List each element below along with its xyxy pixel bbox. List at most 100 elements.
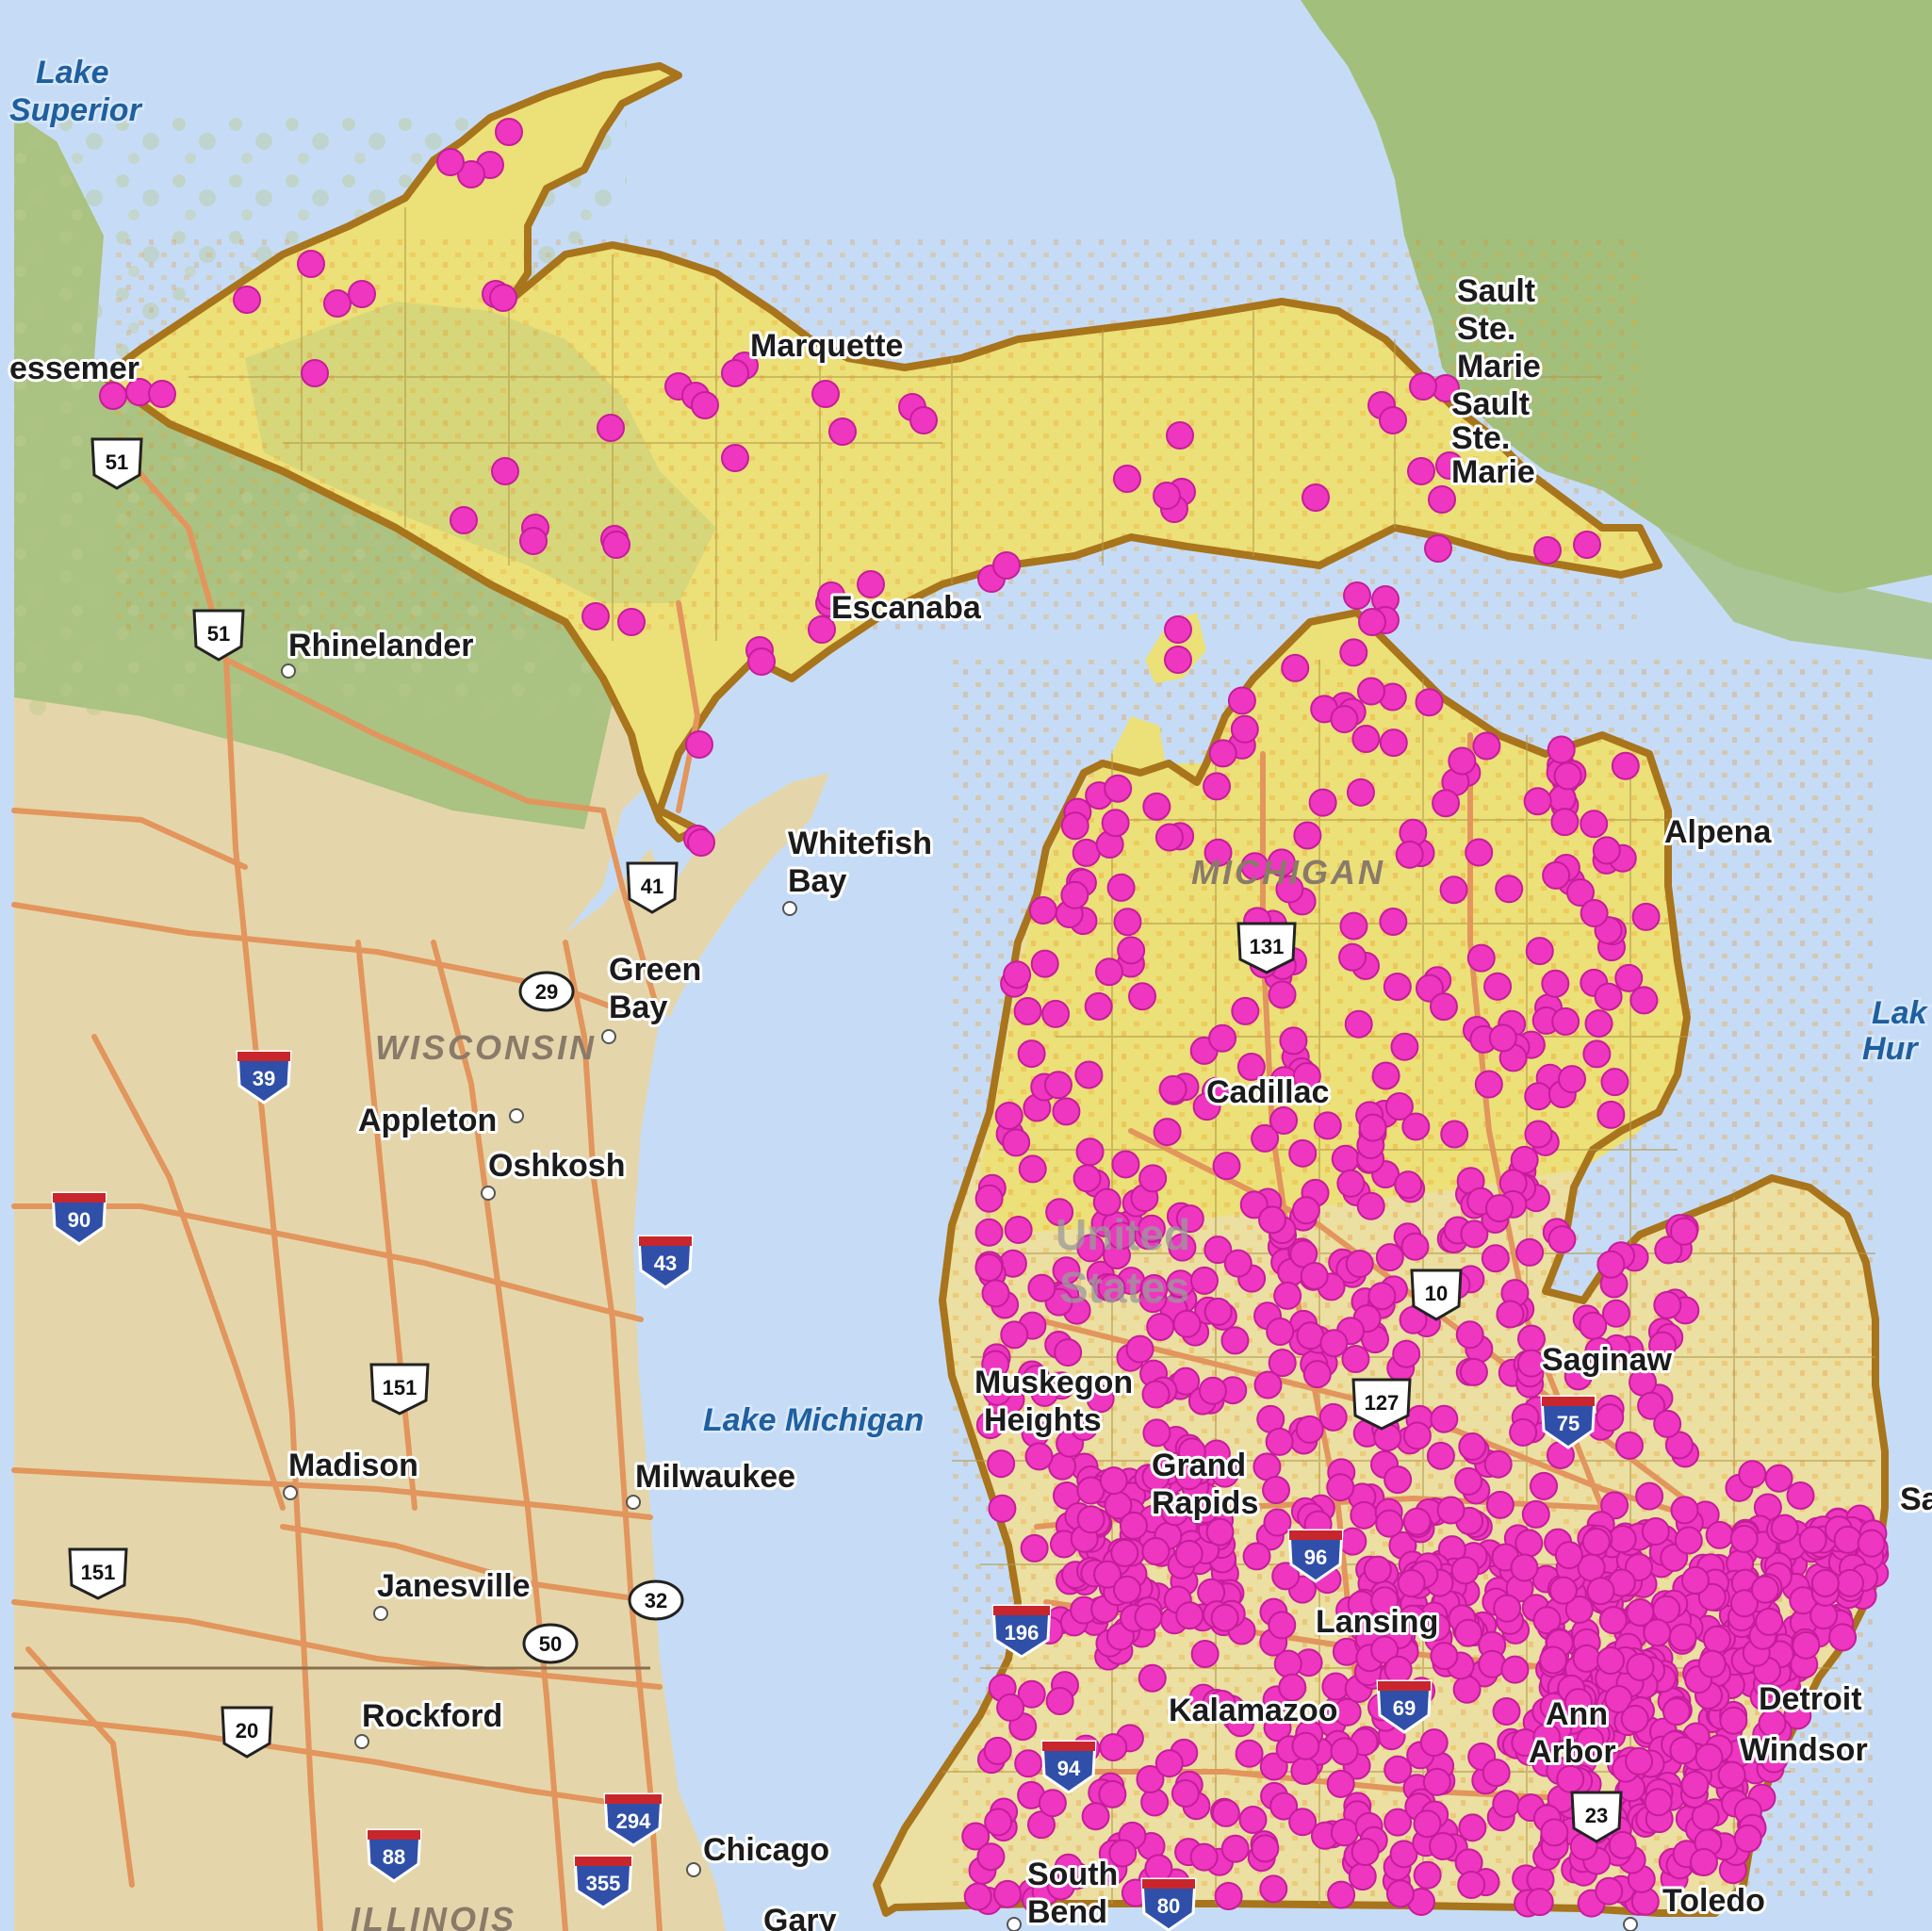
location-marker[interactable] (1266, 1317, 1295, 1347)
location-marker[interactable] (1263, 1713, 1292, 1743)
location-marker[interactable] (1465, 838, 1494, 867)
location-marker[interactable] (1060, 880, 1089, 909)
location-marker[interactable] (1097, 1273, 1126, 1302)
location-marker[interactable] (1586, 1577, 1615, 1606)
location-marker[interactable] (1478, 1649, 1507, 1678)
location-marker[interactable] (1614, 1431, 1644, 1460)
location-marker[interactable] (1172, 1309, 1202, 1338)
location-marker[interactable] (1253, 1370, 1283, 1399)
location-marker[interactable] (1279, 1026, 1308, 1056)
location-marker[interactable] (1653, 1290, 1682, 1319)
location-marker[interactable] (1702, 1625, 1731, 1654)
location-marker[interactable] (1235, 1739, 1264, 1768)
location-marker[interactable] (1227, 686, 1256, 715)
location-marker[interactable] (1626, 1597, 1655, 1627)
location-marker[interactable] (1653, 1409, 1682, 1438)
location-marker[interactable] (1099, 1466, 1128, 1496)
location-marker[interactable] (1125, 1334, 1154, 1364)
location-marker[interactable] (963, 1882, 992, 1911)
location-marker[interactable] (1579, 1311, 1608, 1340)
location-marker[interactable] (984, 1808, 1013, 1837)
location-marker[interactable] (1341, 1345, 1370, 1374)
location-marker[interactable] (1484, 1194, 1514, 1223)
location-marker[interactable] (1547, 1225, 1577, 1254)
location-marker[interactable] (1113, 908, 1142, 937)
location-marker[interactable] (1564, 1688, 1593, 1717)
location-marker[interactable] (1608, 1830, 1637, 1859)
location-marker[interactable] (1356, 1191, 1385, 1220)
location-marker[interactable] (1240, 852, 1269, 881)
location-marker[interactable] (1500, 1655, 1530, 1684)
location-marker[interactable] (1541, 969, 1570, 998)
location-marker[interactable] (1158, 1074, 1187, 1104)
location-marker[interactable] (1460, 1219, 1489, 1249)
location-marker[interactable] (1385, 1879, 1415, 1908)
location-marker[interactable] (1595, 1876, 1624, 1906)
location-marker[interactable] (1153, 1118, 1182, 1147)
location-marker[interactable] (1004, 1215, 1033, 1244)
location-marker[interactable] (1496, 1300, 1525, 1329)
location-marker[interactable] (1398, 1604, 1427, 1633)
location-marker[interactable] (1581, 1527, 1611, 1556)
location-marker[interactable] (1140, 1788, 1170, 1817)
location-marker[interactable] (974, 1218, 1004, 1247)
location-marker[interactable] (1641, 1517, 1670, 1546)
location-marker[interactable] (1680, 1771, 1710, 1800)
location-marker[interactable] (1146, 1312, 1175, 1341)
location-marker[interactable] (491, 457, 519, 485)
location-marker[interactable] (1564, 1595, 1594, 1624)
location-marker[interactable] (1482, 1759, 1511, 1788)
location-marker[interactable] (687, 828, 715, 857)
location-marker[interactable] (1635, 1481, 1664, 1511)
location-marker[interactable] (1043, 1071, 1072, 1100)
location-marker[interactable] (1600, 1491, 1629, 1520)
location-marker[interactable] (961, 1822, 991, 1851)
location-marker[interactable] (1265, 1427, 1294, 1456)
location-marker[interactable] (1454, 1618, 1483, 1647)
location-marker[interactable] (617, 608, 646, 636)
location-marker[interactable] (993, 1879, 1023, 1908)
location-marker[interactable] (1611, 751, 1640, 780)
location-marker[interactable] (1631, 902, 1661, 931)
location-marker[interactable] (1192, 1092, 1221, 1121)
location-marker[interactable] (148, 380, 176, 408)
location-marker[interactable] (1554, 1541, 1583, 1570)
location-marker[interactable] (1326, 1473, 1355, 1502)
location-marker[interactable] (1013, 996, 1042, 1025)
location-marker[interactable] (1153, 482, 1181, 510)
location-marker[interactable] (1014, 1749, 1043, 1778)
location-marker[interactable] (519, 527, 548, 555)
location-marker[interactable] (1259, 1874, 1288, 1904)
location-marker[interactable] (909, 406, 938, 434)
location-marker[interactable] (1558, 1065, 1587, 1094)
location-marker[interactable] (1407, 457, 1435, 485)
location-marker[interactable] (1134, 1602, 1163, 1631)
location-marker[interactable] (1291, 1731, 1320, 1760)
location-marker[interactable] (721, 359, 749, 387)
location-marker[interactable] (1189, 1842, 1219, 1872)
location-marker[interactable] (1426, 1441, 1455, 1470)
location-marker[interactable] (99, 382, 127, 410)
location-marker[interactable] (1608, 1525, 1637, 1554)
location-marker[interactable] (1514, 1529, 1544, 1558)
location-marker[interactable] (1081, 1802, 1110, 1831)
location-marker[interactable] (1138, 1663, 1167, 1693)
location-marker[interactable] (1455, 1320, 1484, 1350)
location-marker[interactable] (1857, 1529, 1886, 1558)
location-marker[interactable] (1338, 942, 1367, 972)
location-marker[interactable] (1203, 772, 1232, 801)
location-marker[interactable] (1356, 677, 1385, 706)
location-marker[interactable] (976, 1842, 1006, 1872)
location-marker[interactable] (1394, 1170, 1423, 1200)
location-marker[interactable] (1174, 1462, 1203, 1491)
location-marker[interactable] (602, 531, 630, 559)
location-marker[interactable] (1002, 1128, 1031, 1157)
location-marker[interactable] (1483, 972, 1513, 1001)
location-marker[interactable] (1429, 992, 1458, 1022)
location-marker[interactable] (1110, 1538, 1139, 1567)
location-marker[interactable] (1018, 1154, 1047, 1184)
location-marker[interactable] (450, 506, 478, 534)
location-marker[interactable] (1413, 1809, 1442, 1839)
location-marker[interactable] (1106, 1221, 1136, 1251)
